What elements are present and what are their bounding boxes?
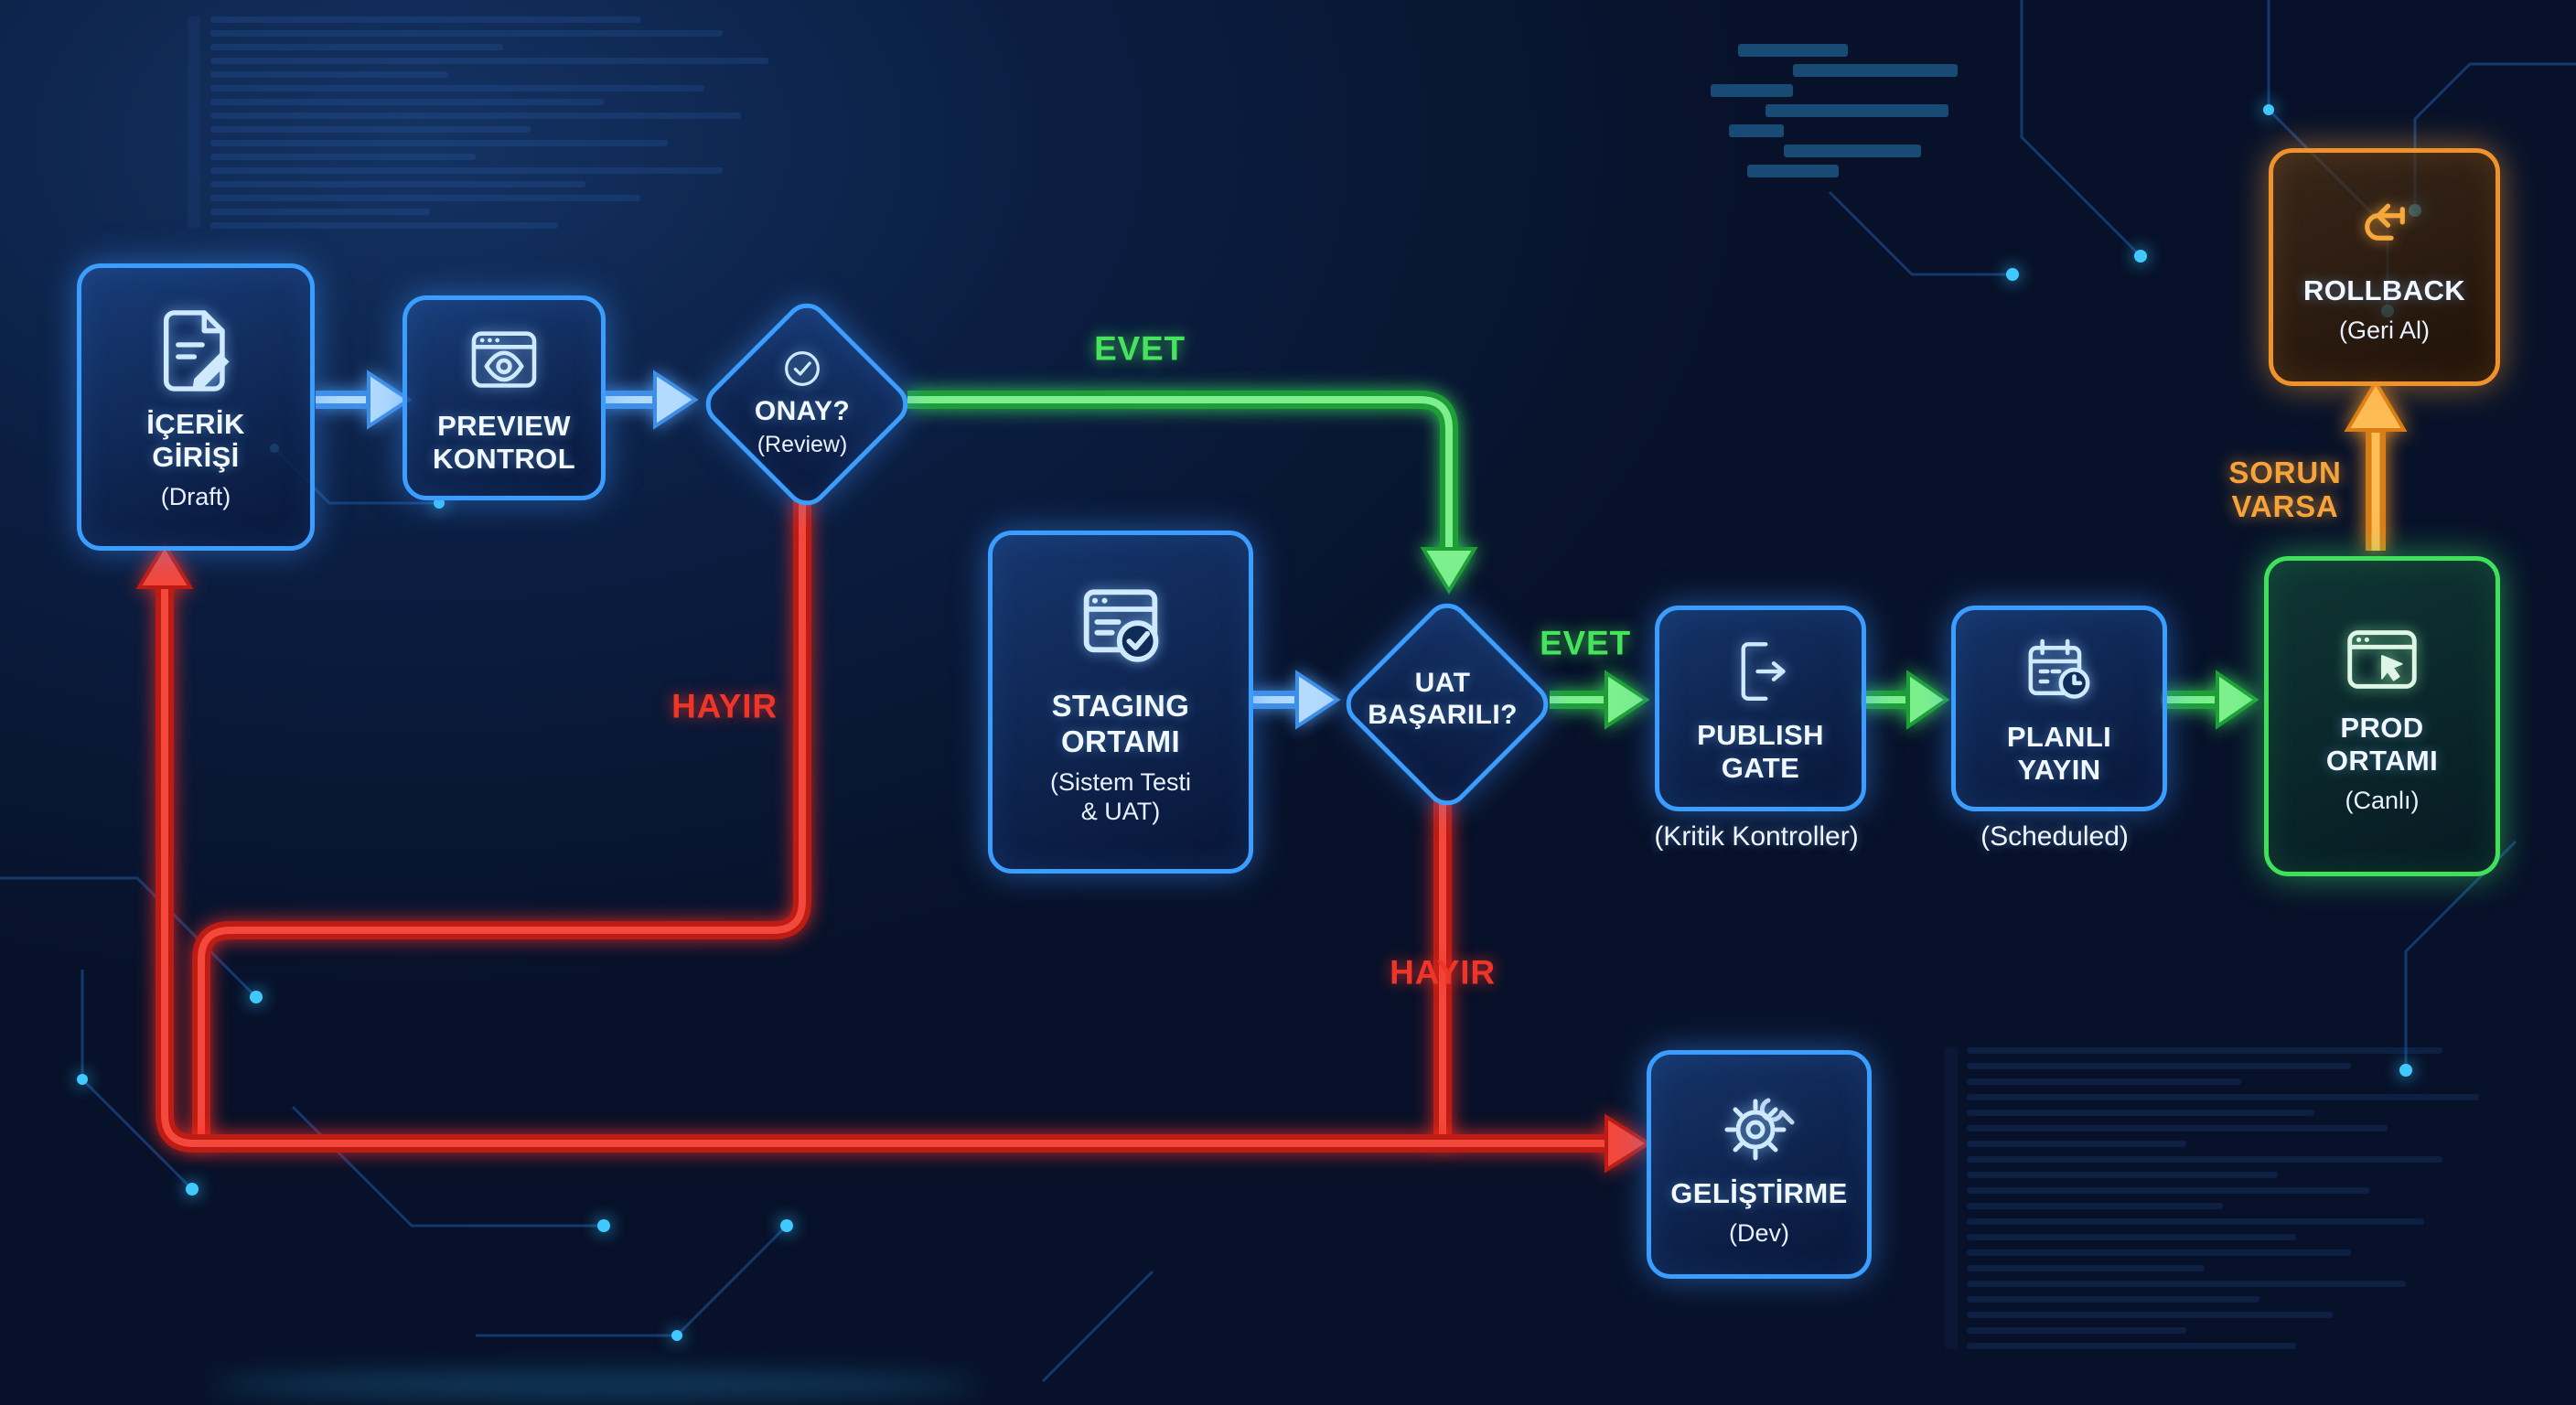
node-title: PREVIEW KONTROL — [432, 410, 576, 475]
arrow-draft-to-preview — [316, 370, 413, 430]
node-title: STAGING ORTAMI — [1051, 689, 1190, 758]
edge-label-sorun-varsa: SORUN VARSA — [2228, 456, 2342, 523]
decision-uat: UAT BAŞARILI? — [1342, 628, 1543, 771]
node-icerik-girisi: İÇERİK GİRİŞİ (Draft) — [77, 263, 315, 551]
edge-label-hayir-uat: HAYIR — [1390, 953, 1496, 992]
gear-wrench-icon — [1715, 1080, 1803, 1168]
arrow-uat-to-publish — [1550, 670, 1650, 730]
check-circle-icon — [778, 345, 826, 392]
browser-cursor-icon — [2339, 617, 2425, 702]
arrow-preview-to-onay — [602, 370, 699, 430]
node-subtitle: (Sistem Testi & UAT) — [1049, 767, 1192, 825]
caption-kritik-kontroller: (Kritik Kontroller) — [1654, 821, 1859, 852]
arrow-planli-to-prod — [2161, 670, 2259, 730]
code-block-decoration — [188, 16, 768, 229]
edge-onay-evet-to-uat — [907, 391, 1478, 595]
node-title: PROD ORTAMI — [2325, 712, 2439, 778]
glow-streak — [210, 1372, 979, 1398]
undo-arrow-icon — [2346, 188, 2423, 265]
node-title: ONAY? — [754, 396, 851, 427]
node-planli-yayin: PLANLI YAYIN — [1951, 606, 2167, 811]
node-title: İÇERİK GİRİŞİ — [146, 407, 245, 473]
node-publish-gate: PUBLISH GATE — [1655, 606, 1866, 811]
edge-label-evet-onay: EVET — [1094, 329, 1186, 368]
server-check-icon — [1069, 577, 1172, 680]
edge-bottom-return — [135, 542, 1652, 1174]
caption-scheduled: (Scheduled) — [1980, 821, 2129, 852]
node-title: GELİŞTİRME — [1670, 1177, 1848, 1210]
edge-prod-to-rollback — [2344, 379, 2408, 551]
node-subtitle: (Geri Al) — [2338, 316, 2430, 345]
node-subtitle: (Dev) — [1729, 1219, 1789, 1248]
code-block-decoration-2 — [1945, 1047, 2479, 1349]
node-title: PUBLISH GATE — [1697, 718, 1824, 784]
node-title: PLANLI YAYIN — [2006, 720, 2112, 786]
arrow-staging-to-uat — [1250, 670, 1341, 730]
node-title: ROLLBACK — [2302, 274, 2466, 307]
browser-eye-icon — [464, 320, 544, 401]
arrow-publish-to-planli — [1861, 670, 1950, 730]
node-subtitle: (Draft) — [160, 482, 231, 510]
gate-exit-icon — [1723, 633, 1799, 710]
calendar-clock-icon — [2019, 631, 2099, 712]
edge-label-hayir-onay: HAYIR — [671, 687, 778, 725]
document-edit-icon — [148, 303, 244, 399]
node-gelistirme: GELİŞTİRME (Dev) — [1647, 1050, 1872, 1279]
node-staging-ortami: STAGING ORTAMI (Sistem Testi & UAT) — [988, 531, 1253, 874]
data-bars-decoration — [1711, 44, 1958, 177]
edge-onay-hayir-loop — [192, 499, 811, 1145]
decision-onay: ONAY? (Review) — [702, 322, 903, 482]
node-subtitle: (Review) — [757, 432, 848, 458]
node-preview-kontrol: PREVIEW KONTROL — [402, 295, 606, 500]
node-prod-ortami: PROD ORTAMI (Canlı) — [2264, 556, 2500, 876]
edge-label-evet-uat: EVET — [1540, 624, 1631, 662]
node-subtitle: (Canlı) — [2345, 787, 2420, 815]
node-title: UAT BAŞARILI? — [1368, 668, 1518, 730]
node-rollback: ROLLBACK (Geri Al) — [2269, 148, 2500, 386]
